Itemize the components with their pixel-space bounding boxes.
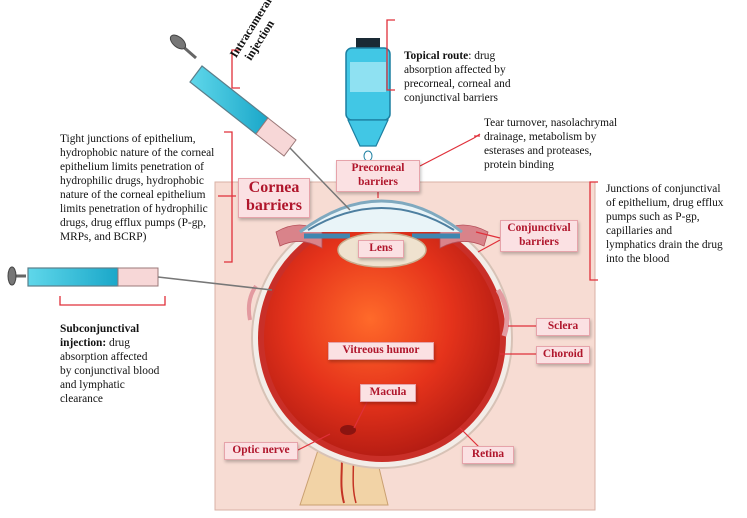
vitreous-art (264, 220, 500, 456)
label-cornea: Cornea barriers (238, 178, 310, 218)
topical-route-note: Topical route: drug absorption affected … (404, 35, 554, 105)
subconjunctival-text: drug absorption affected by conjunctival… (60, 337, 160, 405)
intracameral-syringe-art (169, 34, 351, 211)
subconjunctival-note: Subconjunctival injection: drug absorpti… (60, 308, 190, 406)
brackets (59, 19, 598, 306)
cornea-art (299, 199, 463, 234)
pointer-lines (218, 133, 536, 451)
label-vitreous: Vitreous humor (328, 342, 434, 360)
label-precorneal: Precorneal barriers (336, 160, 420, 192)
label-conjunctival: Conjunctival barriers (500, 220, 578, 252)
label-sclera: Sclera (536, 318, 590, 336)
cornea-barrier-note: Tight junctions of epithelium, hydrophob… (60, 133, 215, 243)
tear-turnover-note: Tear turnover, nasolachrymal drainage, m… (484, 117, 618, 171)
subconjunctival-syringe-art (7, 266, 273, 291)
label-retina: Retina (462, 446, 514, 464)
label-choroid: Choroid (536, 346, 590, 364)
topical-route-text: : drug absorption affected by precorneal… (404, 50, 511, 104)
label-macula: Macula (360, 384, 416, 402)
topical-route-title: Topical route (404, 50, 469, 62)
eyedrop-bottle-art (345, 38, 391, 162)
subconjunctival-title: Subconjunctival injection: (60, 323, 140, 349)
conjunctival-barrier-note: Junctions of conjunctival of epithelium,… (606, 183, 724, 265)
label-optic-nerve: Optic nerve (224, 442, 298, 460)
label-lens: Lens (358, 240, 404, 258)
